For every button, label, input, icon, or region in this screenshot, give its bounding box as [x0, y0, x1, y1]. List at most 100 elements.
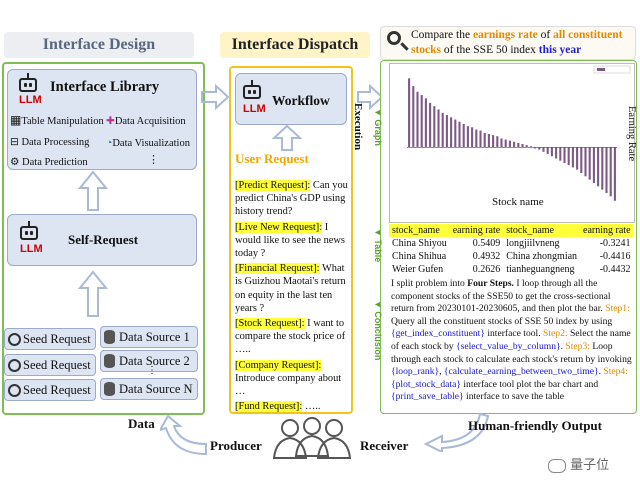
chart-bar [475, 129, 478, 148]
chart-bar [588, 147, 591, 180]
table-row: China Shiyou 0.5409 longjiilvneng -0.324… [389, 237, 634, 250]
chart-bar [433, 106, 436, 148]
table-cell: 0.2626 [472, 264, 501, 275]
table-cell: -0.4416 [599, 251, 631, 262]
request-item: [Stock Request]: I want to compare the s… [235, 318, 346, 356]
request-item: [Fund Request]: ….. [235, 401, 321, 413]
up-arrow-self-request [78, 270, 108, 317]
table-cell: Weier Gufen [392, 264, 444, 275]
workflow-title: Workflow [272, 93, 330, 108]
robot-icon [19, 78, 37, 92]
chart-bar [546, 147, 549, 155]
table-row: China Shihua 0.4932 China zhongmian -0.4… [389, 250, 634, 263]
data-acquisition-icon: ✚ [106, 116, 115, 127]
chart-bar [592, 147, 595, 183]
people-icon [272, 417, 352, 459]
table-icon: ▦ [10, 113, 22, 127]
magnifier-handle [400, 42, 409, 51]
tools-ellipsis: ⋮ [148, 154, 159, 166]
chart-bar [420, 95, 423, 148]
magnifier-icon [387, 31, 401, 45]
wechat-icon [548, 458, 566, 473]
chart-legend [593, 65, 631, 74]
chart-bar [466, 126, 469, 148]
chart-bar [429, 102, 432, 148]
chart-bar [538, 147, 541, 150]
query-box: Compare the earnings rate of all constit… [380, 26, 636, 60]
table-cell: -0.4432 [599, 264, 631, 275]
tool-data-visualization: ◔Data Visualization [106, 138, 190, 149]
llm-label: LLM [243, 103, 266, 115]
up-arrow-library [78, 170, 108, 211]
table-cell: -0.3241 [599, 238, 631, 249]
self-request-box: LLM Self-Request [7, 214, 197, 266]
table-cell: China Shihua [392, 251, 447, 262]
self-request-title: Self-Request [68, 232, 139, 247]
database-icon [104, 354, 115, 368]
chart-bar [525, 145, 528, 148]
query-text: Compare the earnings rate of all constit… [411, 29, 623, 56]
chart-bar [534, 147, 537, 149]
table-cell: 0.5409 [472, 238, 501, 249]
table-cell: tianheguangneng [506, 264, 575, 275]
chart-ylabel: Earning Rate [626, 106, 637, 162]
search-icon [8, 384, 21, 397]
earning-rate-chart [407, 65, 631, 201]
user-request-title: User Request [235, 151, 309, 166]
data-label: Data [128, 416, 155, 431]
search-icon [8, 359, 21, 372]
sources-ellipsis: ⋮ [147, 365, 157, 376]
tool-table-manipulation: ▦Table Manipulation [10, 113, 104, 127]
watermark: 量子位 [548, 454, 609, 473]
table-cell: China zhongmian [506, 251, 578, 262]
chart-bar [571, 147, 574, 168]
chart-bar [584, 147, 587, 177]
conclusion-text: I split problem into Four Steps. I loop … [391, 278, 632, 403]
conclusion-side-label: ▼ Conclusion [373, 300, 383, 361]
table-side-label: ▼ Table [373, 228, 383, 263]
chart-bar [454, 119, 457, 148]
interface-design-header: Interface Design [4, 32, 194, 58]
chart-bar [492, 135, 495, 148]
table-cell: China Shiyou [392, 238, 447, 249]
tool-data-prediction: ⚙ Data Prediction [10, 157, 88, 168]
chart-bar [580, 147, 583, 173]
chart-bar [601, 147, 604, 190]
data-visualization-icon: ◔ [106, 138, 113, 149]
search-icon [8, 333, 21, 346]
llm-label: LLM [19, 94, 42, 106]
up-arrow-workflow [272, 124, 302, 151]
seed-request: Seed Request [4, 354, 96, 376]
seed-request: Seed Request [4, 379, 96, 401]
chart-bar [529, 146, 532, 148]
chart-xlabel: Stock name [492, 196, 544, 208]
curved-arrow-output [423, 412, 490, 452]
data-source: Data Source N [100, 378, 198, 400]
table-header: stock_name [389, 224, 450, 237]
right-arrow-dispatch [201, 84, 230, 110]
seed-request: Seed Request [4, 328, 96, 350]
chart-bar [609, 147, 612, 197]
chart-bar [416, 91, 419, 148]
tool-data-processing: ⊟ Data Processing [10, 137, 90, 148]
request-item: [Company Request]: Introduce company abo… [235, 359, 342, 398]
chart-bar [521, 144, 524, 148]
chart-bar [487, 133, 490, 148]
robot-icon [243, 85, 261, 99]
chart-bar [496, 136, 499, 148]
chart-bar [437, 109, 440, 148]
curved-arrow-data [160, 414, 207, 456]
user-request-list: [Predict Request]: Can you predict China… [235, 179, 349, 413]
table-header: stock_name [503, 224, 581, 237]
execution-label: Execution [352, 103, 364, 151]
table-row: Weier Gufen 0.2626 tianheguangneng -0.44… [389, 263, 634, 276]
table-header: earning rate [449, 224, 504, 237]
receiver-label: Receiver [360, 438, 409, 453]
workflow-box: LLM Workflow [235, 73, 347, 125]
request-item: [Financial Request]: What is Guizhou Mao… [235, 263, 346, 314]
chart-bar [471, 127, 474, 148]
interface-dispatch-header: Interface Dispatch [220, 32, 370, 58]
chart-bar [504, 139, 507, 148]
chart-bar [555, 147, 558, 159]
chart-bar [513, 141, 516, 148]
